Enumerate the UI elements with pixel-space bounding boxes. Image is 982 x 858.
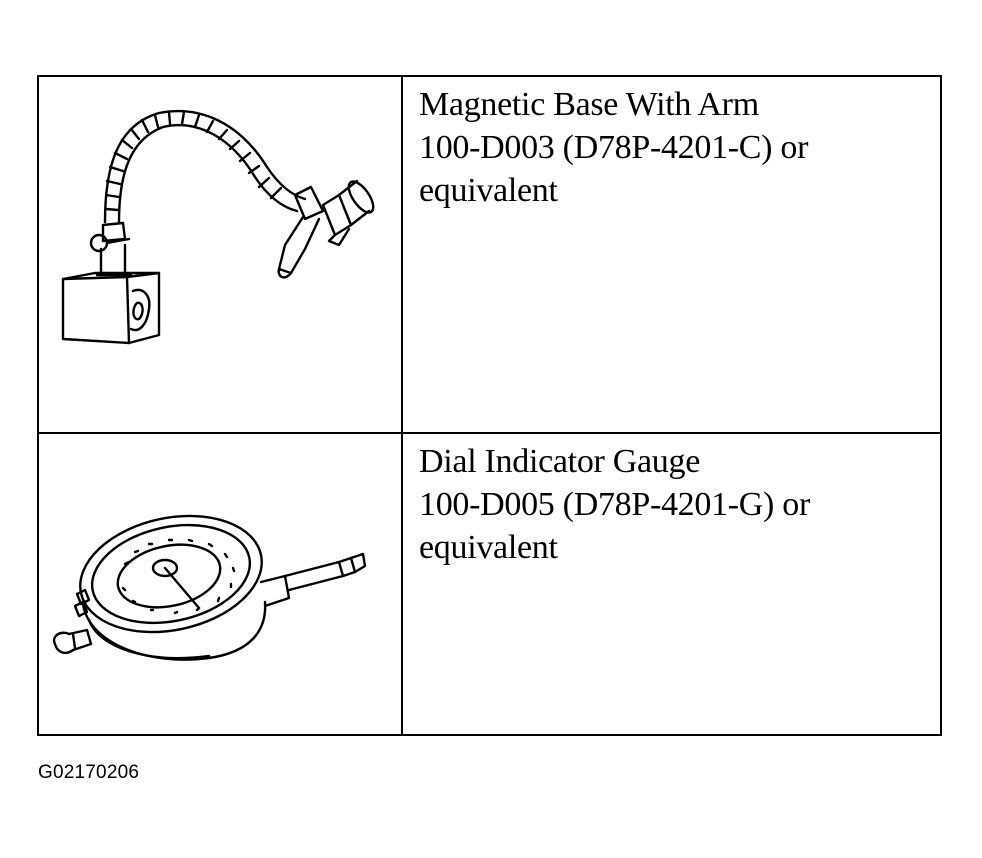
tool-note: equivalent bbox=[419, 172, 558, 209]
figure-id: G02170206 bbox=[38, 762, 140, 783]
magnetic-base-arm-icon bbox=[61, 109, 375, 345]
tool-part-number: 100-D003 (D78P-4201-C) or bbox=[419, 129, 809, 166]
tool-table: Magnetic Base With Arm 100-D003 (D78P-42… bbox=[37, 75, 942, 736]
tool-name: Dial Indicator Gauge bbox=[419, 443, 700, 480]
tool-part-number: 100-D005 (D78P-4201-G) or bbox=[419, 486, 811, 523]
magnetic-base-text-cell: Magnetic Base With Arm 100-D003 (D78P-42… bbox=[403, 77, 940, 434]
magnetic-base-image-cell bbox=[39, 77, 403, 434]
dial-indicator-icon bbox=[52, 514, 367, 661]
tool-note: equivalent bbox=[419, 529, 558, 566]
tool-name: Magnetic Base With Arm bbox=[419, 86, 759, 123]
dial-indicator-image-cell bbox=[39, 434, 403, 734]
dial-indicator-text-cell: Dial Indicator Gauge 100-D005 (D78P-4201… bbox=[403, 434, 940, 734]
